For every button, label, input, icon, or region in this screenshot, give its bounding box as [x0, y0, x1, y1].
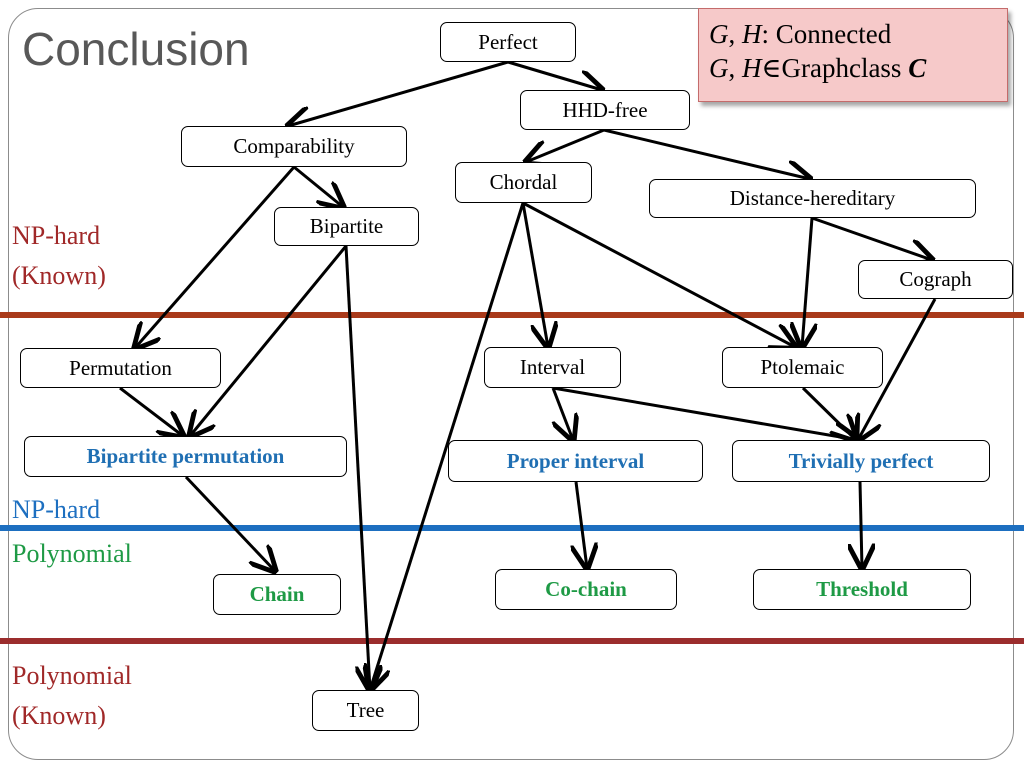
note-g: G	[709, 19, 729, 49]
condition-note: G, H: Connected G, H∈Graphclass C	[698, 8, 1008, 102]
note-sep: ,	[728, 19, 742, 49]
node-permutation: Permutation	[20, 348, 221, 388]
node-co-chain: Co-chain	[495, 569, 677, 610]
node-chain: Chain	[213, 574, 341, 615]
node-comparability: Comparability	[181, 126, 407, 167]
note-h: H	[742, 19, 762, 49]
node-tree: Tree	[312, 690, 419, 731]
node-threshold: Threshold	[753, 569, 971, 610]
np-hard-label: NP-hard	[12, 495, 101, 524]
polynomial-known-label: Polynomial (Known)	[12, 656, 132, 736]
polynomial-label: Polynomial	[12, 539, 132, 568]
slide-frame	[8, 8, 1014, 760]
node-ptolemaic: Ptolemaic	[722, 347, 883, 388]
node-bipartite: Bipartite	[274, 207, 419, 246]
node-perfect: Perfect	[440, 22, 576, 62]
node-hhd-free: HHD-free	[520, 90, 690, 130]
np-hard-polynomial-boundary-line	[0, 525, 1024, 531]
node-trivially-perfect: Trivially perfect	[732, 440, 990, 482]
note-c: C	[908, 53, 927, 83]
note-g: G	[709, 53, 729, 83]
np-hard-known-boundary-line	[0, 312, 1024, 318]
note-line-2: G, H∈Graphclass C	[709, 51, 997, 85]
note-h: H	[742, 53, 762, 83]
node-distance-hereditary: Distance-hereditary	[649, 179, 976, 218]
note-line-1: G, H: Connected	[709, 17, 997, 51]
node-cograph: Cograph	[858, 260, 1013, 299]
node-interval: Interval	[484, 347, 621, 388]
note-connected: : Connected	[761, 19, 892, 49]
node-bipartite-permutation: Bipartite permutation	[24, 436, 347, 477]
note-graphclass: ∈Graphclass	[761, 53, 909, 83]
np-hard-known-label: NP-hard (Known)	[12, 216, 106, 296]
np-hard-known-label-line1: NP-hard	[12, 221, 101, 250]
node-chordal: Chordal	[455, 162, 592, 203]
polynomial-known-label-line1: Polynomial	[12, 661, 132, 690]
note-sep: ,	[728, 53, 742, 83]
polynomial-known-label-line2: (Known)	[12, 701, 106, 730]
polynomial-known-boundary-line	[0, 638, 1024, 644]
slide-title: Conclusion	[22, 23, 250, 75]
node-proper-interval: Proper interval	[448, 440, 703, 482]
np-hard-known-label-line2: (Known)	[12, 261, 106, 290]
